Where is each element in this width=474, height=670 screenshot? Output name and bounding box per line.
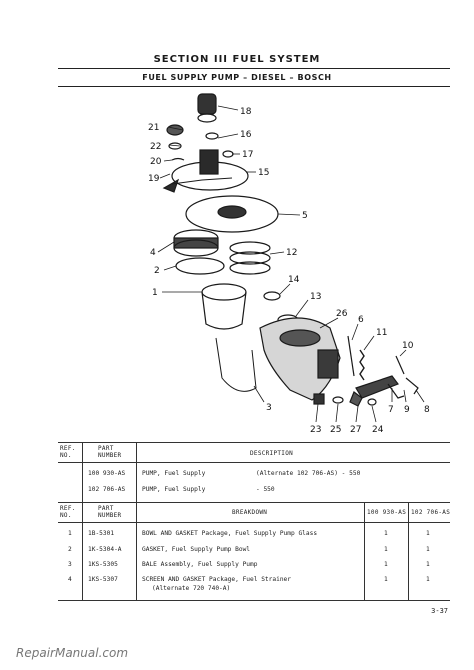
row-ref: 3: [68, 561, 72, 568]
section-subtitle: FUEL SUPPLY PUMP – DIESEL – BOSCH: [142, 73, 332, 82]
row-text: BALE Assembly, Fuel Supply Pump: [142, 561, 258, 568]
row-part: 1KS-5305: [88, 561, 118, 568]
callout: 6: [358, 315, 364, 325]
callout: 7: [388, 405, 394, 415]
part-2-gasket: [175, 257, 225, 275]
row-ref: 2: [68, 546, 72, 553]
part-20-clip: [171, 157, 185, 161]
header-ref-no: REF. NO.: [60, 445, 76, 459]
breakdown-header-col1: 100 930-AS: [367, 509, 407, 516]
row-part: 1K-5304-A: [88, 546, 122, 553]
part-12-springs: [229, 241, 271, 275]
part-5-diaphragm: [185, 195, 279, 233]
callout: 25: [330, 425, 341, 435]
row-qty-1: 1: [384, 546, 388, 553]
row-part: 1KS-5307: [88, 576, 118, 583]
part-9-lever: [355, 375, 399, 399]
callout: 1: [152, 288, 158, 298]
part-10-pin: [395, 355, 405, 375]
part-1-glass-bowl: [201, 283, 247, 330]
part-7-link: [387, 383, 405, 399]
page-number: 3-37: [431, 607, 448, 615]
breakdown-header-ref-no: REF. NO.: [60, 505, 76, 519]
subtitle-rule: [58, 86, 450, 87]
callout: 11: [376, 328, 387, 338]
callout: 12: [286, 248, 297, 258]
row-text-alt: (Alternate 720 740-A): [152, 585, 231, 592]
callout: 9: [404, 405, 410, 415]
callout: 22: [150, 142, 161, 152]
desc-row-text: PUMP, Fuel Supply: [142, 486, 206, 493]
desc-row-text: PUMP, Fuel Supply: [142, 470, 206, 477]
callout: 15: [258, 168, 269, 178]
row-text: SCREEN AND GASKET Package, Fuel Strainer: [142, 576, 292, 583]
row-qty-2: 1: [426, 546, 430, 553]
callout: 26: [336, 309, 348, 319]
part-3-bale: [215, 337, 257, 392]
row-part: 1B-5301: [88, 530, 115, 537]
part-18-cap: [197, 93, 217, 123]
callout: 4: [150, 248, 156, 258]
part-6-pin: [347, 335, 355, 377]
row-text: GASKET, Fuel Supply Pump Bowl: [142, 546, 251, 553]
part-15-pump-cover: [162, 149, 249, 193]
desc-row-note: (Alternate 102 706-AS) - 550: [256, 470, 361, 477]
callout: 19: [148, 174, 160, 184]
header-description: DESCRIPTION: [250, 450, 294, 457]
row-qty-1: 1: [384, 576, 388, 583]
callout: 16: [240, 130, 252, 140]
part-11-spring: [359, 349, 365, 381]
callout: 10: [402, 341, 414, 351]
callout: 5: [302, 211, 308, 221]
desc-row-note: - 550: [256, 486, 275, 493]
callout: 13: [310, 292, 321, 302]
title-rule: [58, 68, 450, 69]
callout: 3: [266, 403, 272, 413]
callout: 27: [350, 425, 361, 435]
breakdown-header-col2: 102 706-AS: [411, 509, 451, 516]
row-qty-2: 1: [426, 530, 430, 537]
callout: 23: [310, 425, 321, 435]
watermark: RepairManual.com: [16, 646, 129, 660]
callout: 18: [240, 107, 252, 117]
row-ref: 4: [68, 576, 72, 583]
desc-row-part: 100 930-AS: [88, 470, 126, 477]
part-14-washer: [263, 291, 281, 301]
row-qty-2: 1: [426, 561, 430, 568]
fuel-pump-exploded-diagram: 18 21 16 22 17 20 15 19 5 4 12 2 1 14 13…: [148, 93, 430, 435]
callout: 14: [288, 275, 300, 285]
desc-row-part: 102 706-AS: [88, 486, 126, 493]
section-title: SECTION III FUEL SYSTEM: [153, 54, 321, 65]
row-text: BOWL AND GASKET Package, Fuel Supply Pum…: [142, 530, 318, 537]
callout: 24: [372, 425, 384, 435]
row-ref: 1: [68, 530, 72, 537]
row-qty-2: 1: [426, 576, 430, 583]
part-26-pump-body: [259, 317, 341, 401]
callout: 17: [242, 150, 253, 160]
part-8-link: [405, 377, 419, 395]
breakdown-header-part-number: PART NUMBER: [98, 505, 122, 519]
callout: 21: [148, 123, 159, 133]
row-qty-1: 1: [384, 561, 388, 568]
row-qty-1: 1: [384, 530, 388, 537]
callout: 20: [150, 157, 162, 167]
breakdown-header-breakdown: BREAKDOWN: [232, 509, 268, 516]
callout: 8: [424, 405, 430, 415]
callout: 2: [154, 266, 160, 276]
header-part-number: PART NUMBER: [98, 445, 122, 459]
part-4-screen: [173, 229, 219, 257]
